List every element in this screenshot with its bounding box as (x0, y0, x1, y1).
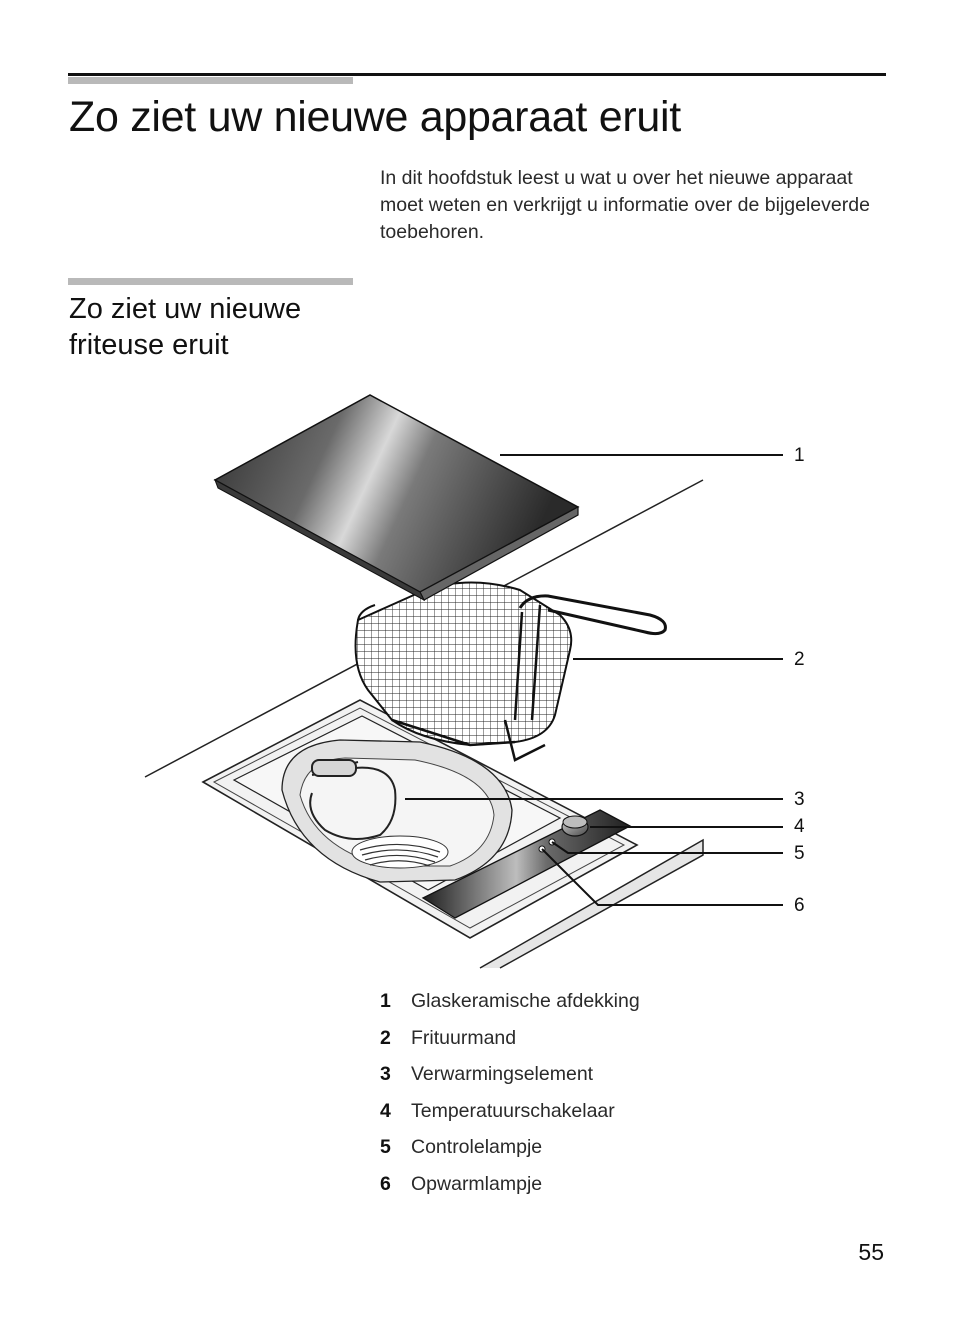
legend-number: 5 (380, 1136, 391, 1158)
legend-item: 2 Frituurmand (380, 1027, 640, 1064)
legend-number: 6 (380, 1172, 391, 1195)
page-number: 55 (858, 1239, 884, 1265)
fryer-illustration: 1 2 3 4 5 6 (144, 394, 805, 969)
legend-number: 2 (380, 1026, 391, 1049)
legend-label: Opwarmlampje (411, 1172, 543, 1195)
legend-item: 6 Opwarmlampje (380, 1173, 640, 1210)
callout-2: 2 (794, 649, 805, 670)
section-title: Zo ziet uw nieuwe friteuse eruit (69, 293, 302, 361)
callout-numbers: 1 2 3 4 5 6 (794, 445, 805, 916)
legend-label: Temperatuurschakelaar (411, 1099, 615, 1122)
legend-label: Frituurmand (411, 1026, 517, 1049)
legend-number: 1 (380, 990, 391, 1012)
legend-item: 4 Temperatuurschakelaar (380, 1100, 640, 1137)
legend-label: Glaskeramische afdekking (411, 990, 640, 1012)
heating-element (309, 759, 397, 840)
glass-ceramic-lid (213, 394, 580, 602)
title-rule-gray (68, 77, 353, 84)
callout-3: 3 (794, 789, 805, 810)
legend-label: Verwarmingselement (411, 1063, 594, 1085)
legend-label: Controlelampje (411, 1136, 543, 1158)
callout-1: 1 (794, 445, 805, 466)
page-title: Zo ziet uw nieuwe apparaat eruit (69, 93, 681, 141)
section-rule-gray (68, 278, 353, 285)
legend-number: 3 (380, 1063, 391, 1085)
frying-basket (354, 581, 667, 762)
legend-item: 1 Glaskeramische afdekking (380, 990, 640, 1027)
legend-item: 3 Verwarmingselement (380, 1063, 640, 1100)
callout-6: 6 (794, 895, 805, 916)
intro-paragraph: In dit hoofdstuk leest u wat u over het … (380, 167, 870, 243)
callout-5: 5 (794, 843, 805, 864)
callout-lines (405, 454, 783, 906)
title-rule-black (68, 73, 886, 76)
callout-4: 4 (794, 816, 805, 837)
parts-legend: 1 Glaskeramische afdekking 2 Frituurmand 3… (380, 990, 640, 1209)
legend-item: 5 Controlelampje (380, 1136, 640, 1173)
legend-number: 4 (380, 1099, 391, 1122)
